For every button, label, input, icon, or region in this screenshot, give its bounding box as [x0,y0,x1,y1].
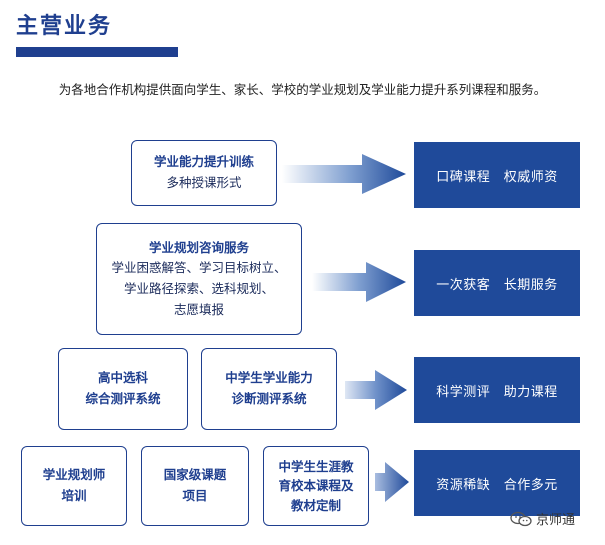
source-box-row2-1: 学业规划咨询服务 学业困惑解答、学习目标树立、 学业路径探索、选科规划、 志愿填… [96,223,302,335]
source-line: 国家级课题 [163,467,227,483]
source-line: 多种授课形式 [166,175,242,190]
source-box-row3-1: 高中选科 综合测评系统 [58,348,188,430]
source-line: 教材定制 [290,497,341,513]
source-line: 诊断测评系统 [231,391,307,406]
wechat-icon [510,511,532,526]
source-line: 高中选科 [97,370,148,386]
source-line: 学业能力提升训练 [153,154,254,170]
watermark: 京师通 [510,509,575,528]
source-line: 学业规划咨询服务 [148,239,249,255]
source-line: 综合测评系统 [85,391,161,406]
page-subtitle: 为各地合作机构提供面向学生、家长、学校的学业规划及学业能力提升系列课程和服务。 [58,82,547,97]
title-underline-bar [16,47,178,57]
source-line: 志愿填报 [173,301,224,317]
source-line: 中学生学业能力 [225,370,313,386]
source-box-row1-1: 学业能力提升训练 多种授课形式 [131,140,277,206]
source-box-row4-2: 国家级课题 项目 [141,446,249,526]
result-box-row2: 一次获客 长期服务 [414,250,580,316]
arrow-right-icon [282,154,406,194]
source-box-row3-2: 中学生学业能力 诊断测评系统 [201,348,337,430]
source-box-row4-3: 中学生生涯教 育校本课程及 教材定制 [263,446,369,526]
watermark-text: 京师通 [536,513,576,528]
source-line: 育校本课程及 [278,478,354,494]
result-box-row4: 资源稀缺 合作多元 [414,450,580,516]
source-line: 项目 [182,488,208,503]
result-box-row3: 科学测评 助力课程 [414,357,580,423]
source-line: 中学生生涯教 [278,458,354,474]
source-line: 学业困惑解答、学习目标树立、 [111,260,287,276]
arrow-right-icon [375,462,409,502]
source-box-row4-1: 学业规划师 培训 [21,446,127,526]
result-box-row1: 口碑课程 权威师资 [414,142,580,208]
source-line: 培训 [61,488,87,503]
arrow-right-icon [345,370,407,410]
source-line: 学业规划师 [42,467,106,483]
arrow-right-icon [312,262,406,302]
source-line: 学业路径探索、选科规划、 [123,281,274,296]
page-title: 主营业务 [16,14,113,39]
